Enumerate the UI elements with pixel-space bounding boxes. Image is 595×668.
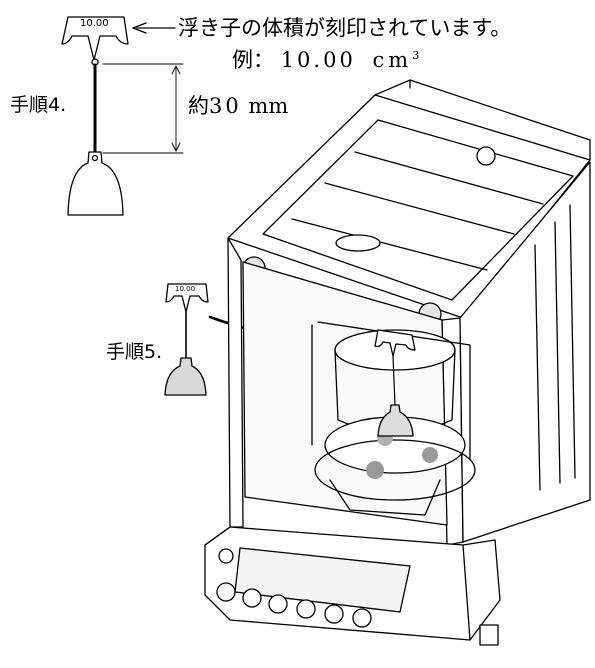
small-float-body-icon [164, 357, 207, 396]
float-body-icon [67, 151, 124, 216]
step5-label: 手順5. [106, 343, 162, 362]
float-assembly-step4 [61, 16, 184, 216]
example-unit: cm [372, 48, 413, 72]
key-sample[interactable] [296, 599, 316, 619]
engraving-arrowhead-icon [132, 22, 147, 34]
balance-top-inner [262, 119, 574, 301]
distance-unit: mm [248, 94, 289, 118]
key-on-off[interactable] [216, 582, 236, 602]
balance-side-glass [459, 161, 591, 543]
example-exponent: 3 [412, 49, 420, 62]
example-label: 例： [232, 48, 274, 72]
dimension-arrowhead-down-icon [171, 142, 181, 152]
hanger-tag [374, 329, 416, 357]
key-mode[interactable] [268, 594, 288, 614]
step4-label: 手順4. [10, 96, 66, 115]
level-indicator [218, 548, 234, 564]
hanger-thread [392, 355, 396, 406]
pan-stand [329, 479, 441, 516]
small-float-tag-value: 10.00 [175, 285, 196, 293]
step5-text: 手順 [106, 341, 145, 363]
analytical-balance [204, 79, 591, 646]
engraving-note: 浮き子の体積が刻印されています。 [178, 16, 512, 40]
distance-prefix: 約 [188, 94, 209, 118]
hanger-frame [311, 321, 471, 461]
step4-number: 4. [48, 94, 67, 116]
distance-label: 約30 mm [188, 96, 288, 117]
pan-base [314, 439, 476, 501]
top-knob [476, 146, 496, 166]
balance-left-post [227, 237, 244, 528]
step4-text: 手順 [10, 94, 49, 116]
key-cal[interactable] [242, 588, 262, 608]
distance-value: 30 [209, 94, 242, 118]
example-row: 例： 10.00 cm3 [232, 50, 419, 71]
example-value: 10.00 [280, 48, 356, 72]
dimension-arrowhead-up-icon [171, 65, 181, 75]
key-tare[interactable] [352, 608, 372, 628]
step5-number: 5. [144, 341, 163, 363]
balance-foot [479, 624, 499, 646]
float-tag-value: 10.00 [80, 18, 109, 29]
key-print[interactable] [324, 604, 344, 624]
submerged-float-icon [377, 404, 414, 437]
